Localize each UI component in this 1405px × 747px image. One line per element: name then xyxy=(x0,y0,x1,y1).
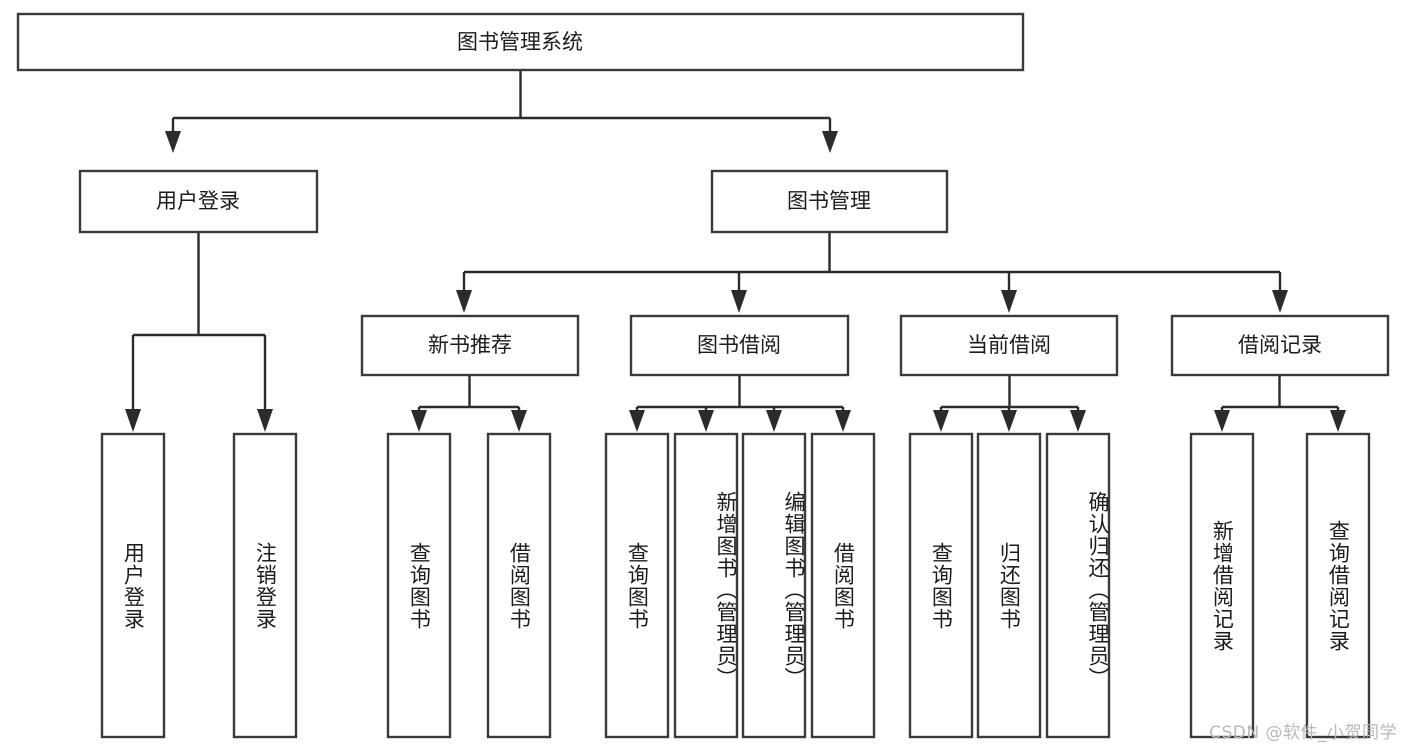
arrowhead-leaf-edit-book xyxy=(766,410,782,432)
node-borrow-record[interactable]: 借阅记录 xyxy=(1170,314,1390,377)
node-borrow-record-label: 借阅记录 xyxy=(1238,333,1322,357)
node-title-rect[interactable] xyxy=(16,12,1025,72)
arrowhead-leaf-query-book-1 xyxy=(411,410,427,432)
node-book-borrow[interactable]: 图书借阅 xyxy=(629,314,850,377)
node-user-login[interactable]: 用户登录 xyxy=(78,169,319,234)
arrowhead-borrow-record xyxy=(1272,290,1288,313)
leaf-user-login-rect[interactable] xyxy=(100,432,166,739)
leaf-borrow-book-2-rect[interactable] xyxy=(810,432,876,739)
arrowhead-book-manage xyxy=(822,131,838,153)
arrowhead-book-borrow xyxy=(731,290,747,313)
arrowhead-leaf-user-logout xyxy=(257,409,273,432)
leaf-query-book-2-rect[interactable] xyxy=(604,432,670,739)
arrowhead-leaf-add-book xyxy=(698,410,714,432)
arrowhead-leaf-query-book-2 xyxy=(629,410,645,432)
arrowhead-leaf-return-book xyxy=(1001,410,1017,432)
edge-group-book-borrow xyxy=(629,375,851,432)
edge-group-borrow-record xyxy=(1214,375,1346,432)
arrowhead-leaf-query-book-3 xyxy=(933,410,949,432)
node-new-book-recommend[interactable]: 新书推荐 xyxy=(360,314,580,377)
node-book-borrow-label: 图书借阅 xyxy=(697,333,781,357)
leaf-user-logout-rect[interactable] xyxy=(232,432,298,739)
node-current-borrow-label: 当前借阅 xyxy=(967,333,1051,357)
csdn-watermark: CSDN @软件_小贺同学 xyxy=(1209,723,1397,743)
arrowhead-new-book-recommend xyxy=(456,290,472,313)
edge-group-root xyxy=(165,70,838,153)
leaf-return-book-rect[interactable] xyxy=(976,432,1042,739)
node-current-borrow-rect[interactable] xyxy=(899,314,1119,377)
leaf-query-book-1-rect[interactable] xyxy=(386,432,452,739)
leaf-query-book-3-rect[interactable] xyxy=(908,432,974,739)
leaf-edit-book-rect[interactable] xyxy=(741,432,807,739)
leaf-add-record-rect[interactable] xyxy=(1189,432,1255,739)
edge-group-book-manage xyxy=(456,232,1288,313)
node-borrow-record-rect[interactable] xyxy=(1170,314,1390,377)
arrowhead-leaf-user-login xyxy=(125,409,141,432)
arrowhead-leaf-add-record xyxy=(1214,410,1230,432)
edge-group-user-login xyxy=(125,232,273,432)
arrowhead-user-login xyxy=(165,131,181,153)
node-title-label: 图书管理系统 xyxy=(457,30,583,54)
node-user-login-rect[interactable] xyxy=(78,169,319,234)
leaf-query-record-rect[interactable] xyxy=(1305,432,1371,739)
node-user-login-label: 用户登录 xyxy=(156,189,240,213)
node-book-manage[interactable]: 图书管理 xyxy=(710,169,949,234)
arrowhead-leaf-confirm-return xyxy=(1070,410,1086,432)
leaf-boxes xyxy=(100,432,1371,739)
node-book-manage-rect[interactable] xyxy=(710,169,949,234)
arrowhead-current-borrow xyxy=(1001,290,1017,313)
arrowhead-leaf-query-record xyxy=(1330,410,1346,432)
node-current-borrow[interactable]: 当前借阅 xyxy=(899,314,1119,377)
node-book-borrow-rect[interactable] xyxy=(629,314,850,377)
arrowhead-leaf-borrow-book-2 xyxy=(835,410,851,432)
leaf-confirm-return-rect[interactable] xyxy=(1045,432,1111,739)
edge-group-current-borrow xyxy=(933,375,1086,432)
node-book-manage-label: 图书管理 xyxy=(787,189,871,213)
leaf-borrow-book-1-rect[interactable] xyxy=(486,432,552,739)
node-new-book-recommend-rect[interactable] xyxy=(360,314,580,377)
arrowhead-leaf-borrow-book-1 xyxy=(511,410,527,432)
node-new-book-recommend-label: 新书推荐 xyxy=(428,333,512,357)
node-title[interactable]: 图书管理系统 xyxy=(16,12,1025,72)
leaf-add-book-rect[interactable] xyxy=(673,432,739,739)
edge-group-new-book-recommend xyxy=(411,375,527,432)
